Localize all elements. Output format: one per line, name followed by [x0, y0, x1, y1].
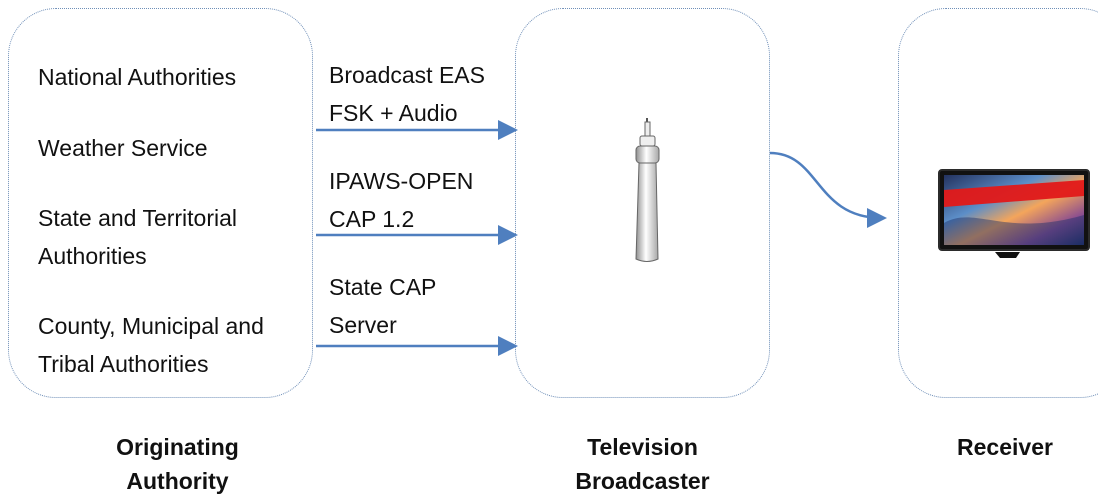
television-receiver-icon: [938, 169, 1090, 258]
originating-authority-panel: [8, 8, 313, 398]
source-state-territorial-authorities: State and Territorial Authorities: [38, 205, 238, 269]
source-weather-service: Weather Service: [38, 135, 208, 161]
source-county-municipal-tribal-authorities: County, Municipal and Tribal Authorities: [38, 313, 264, 377]
path-label-broadcast-eas: Broadcast EAS FSK + Audio: [329, 62, 485, 126]
broadcast-tower-icon: [635, 118, 660, 262]
source-national-authorities: National Authorities: [38, 64, 237, 90]
path-label-state-cap-server: State CAP Server: [329, 274, 437, 338]
originating-authority-title: Originating Authority: [116, 434, 239, 494]
path-label-ipaws-open: IPAWS-OPEN CAP 1.2: [329, 168, 474, 232]
receiver-title: Receiver: [957, 434, 1053, 460]
broadcast-to-receiver-arrow: [769, 151, 887, 228]
television-broadcaster-title: Television Broadcaster: [575, 434, 710, 494]
